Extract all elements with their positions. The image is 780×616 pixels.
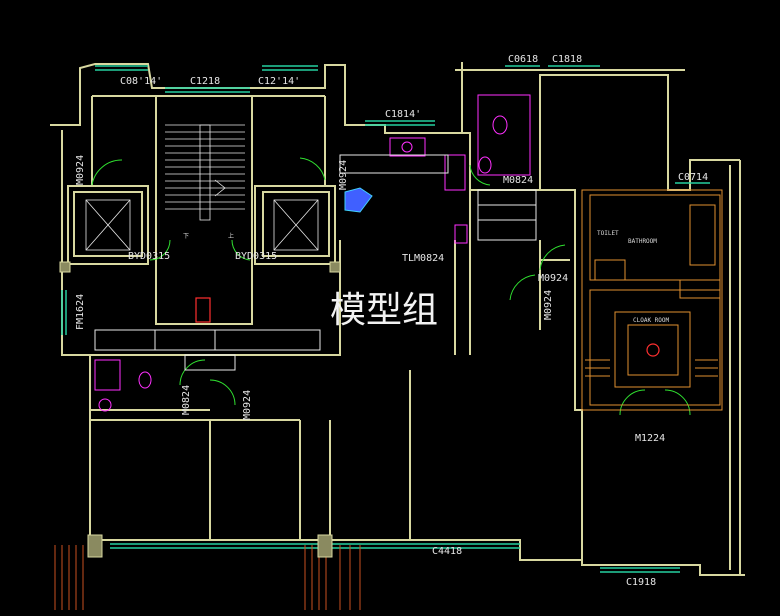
lift-shafts [85,199,319,251]
label-c1218: C1218 [190,76,220,87]
label-toilet: TOILET [597,230,619,237]
kitchen-counters [339,154,537,241]
label-cloakroom: CLOAK ROOM [633,317,670,324]
windows [61,65,710,573]
label-fm1624: FM1624 [75,294,86,330]
label-c0714: C0714 [678,172,708,183]
columns [59,261,341,558]
label-c1918: C1918 [626,577,656,588]
fire-hydrant-box [195,297,211,323]
master-suite-furnishings [581,189,723,411]
stair-down-label: 下 [183,233,189,240]
label-c0618: C0618 [508,54,538,65]
label-tlm0824: TLM0824 [402,253,444,264]
label-c1818: C1818 [552,54,582,65]
label-byd0315-left: BYD0315 [128,251,170,262]
label-c1214: C12'14' [258,76,300,87]
label-m0924-bottom: M0924 [242,390,253,420]
label-m0924-r2: M0924 [543,290,554,320]
label-c0814: C08'14' [120,76,162,87]
cloakroom-centerpiece [646,343,660,357]
exterior-walls [50,62,745,576]
label-c1814: C1814' [385,109,421,120]
watermark: 模型组 [330,290,438,331]
label-m0924-mid: M0924 [338,160,349,190]
label-m0924-left: M0924 [75,155,86,185]
sanitary-fixtures [94,94,531,412]
entry-canopy [344,187,373,213]
label-bathroom: BATHROOM [628,238,657,245]
balcony-railing [54,545,361,610]
label-m0824-top: M0824 [503,175,533,186]
stair-treads [165,124,245,221]
label-m1224: M1224 [635,433,665,444]
label-c4418: C4418 [432,546,462,557]
corridor-cabinets [94,329,321,371]
stair-up-label: 上 [228,232,234,240]
label-m0924-r1: M0924 [538,273,568,284]
label-byd0315-right: BYD0315 [235,251,277,262]
label-m0824-bottom: M0824 [181,385,192,415]
door-swings [91,157,691,416]
